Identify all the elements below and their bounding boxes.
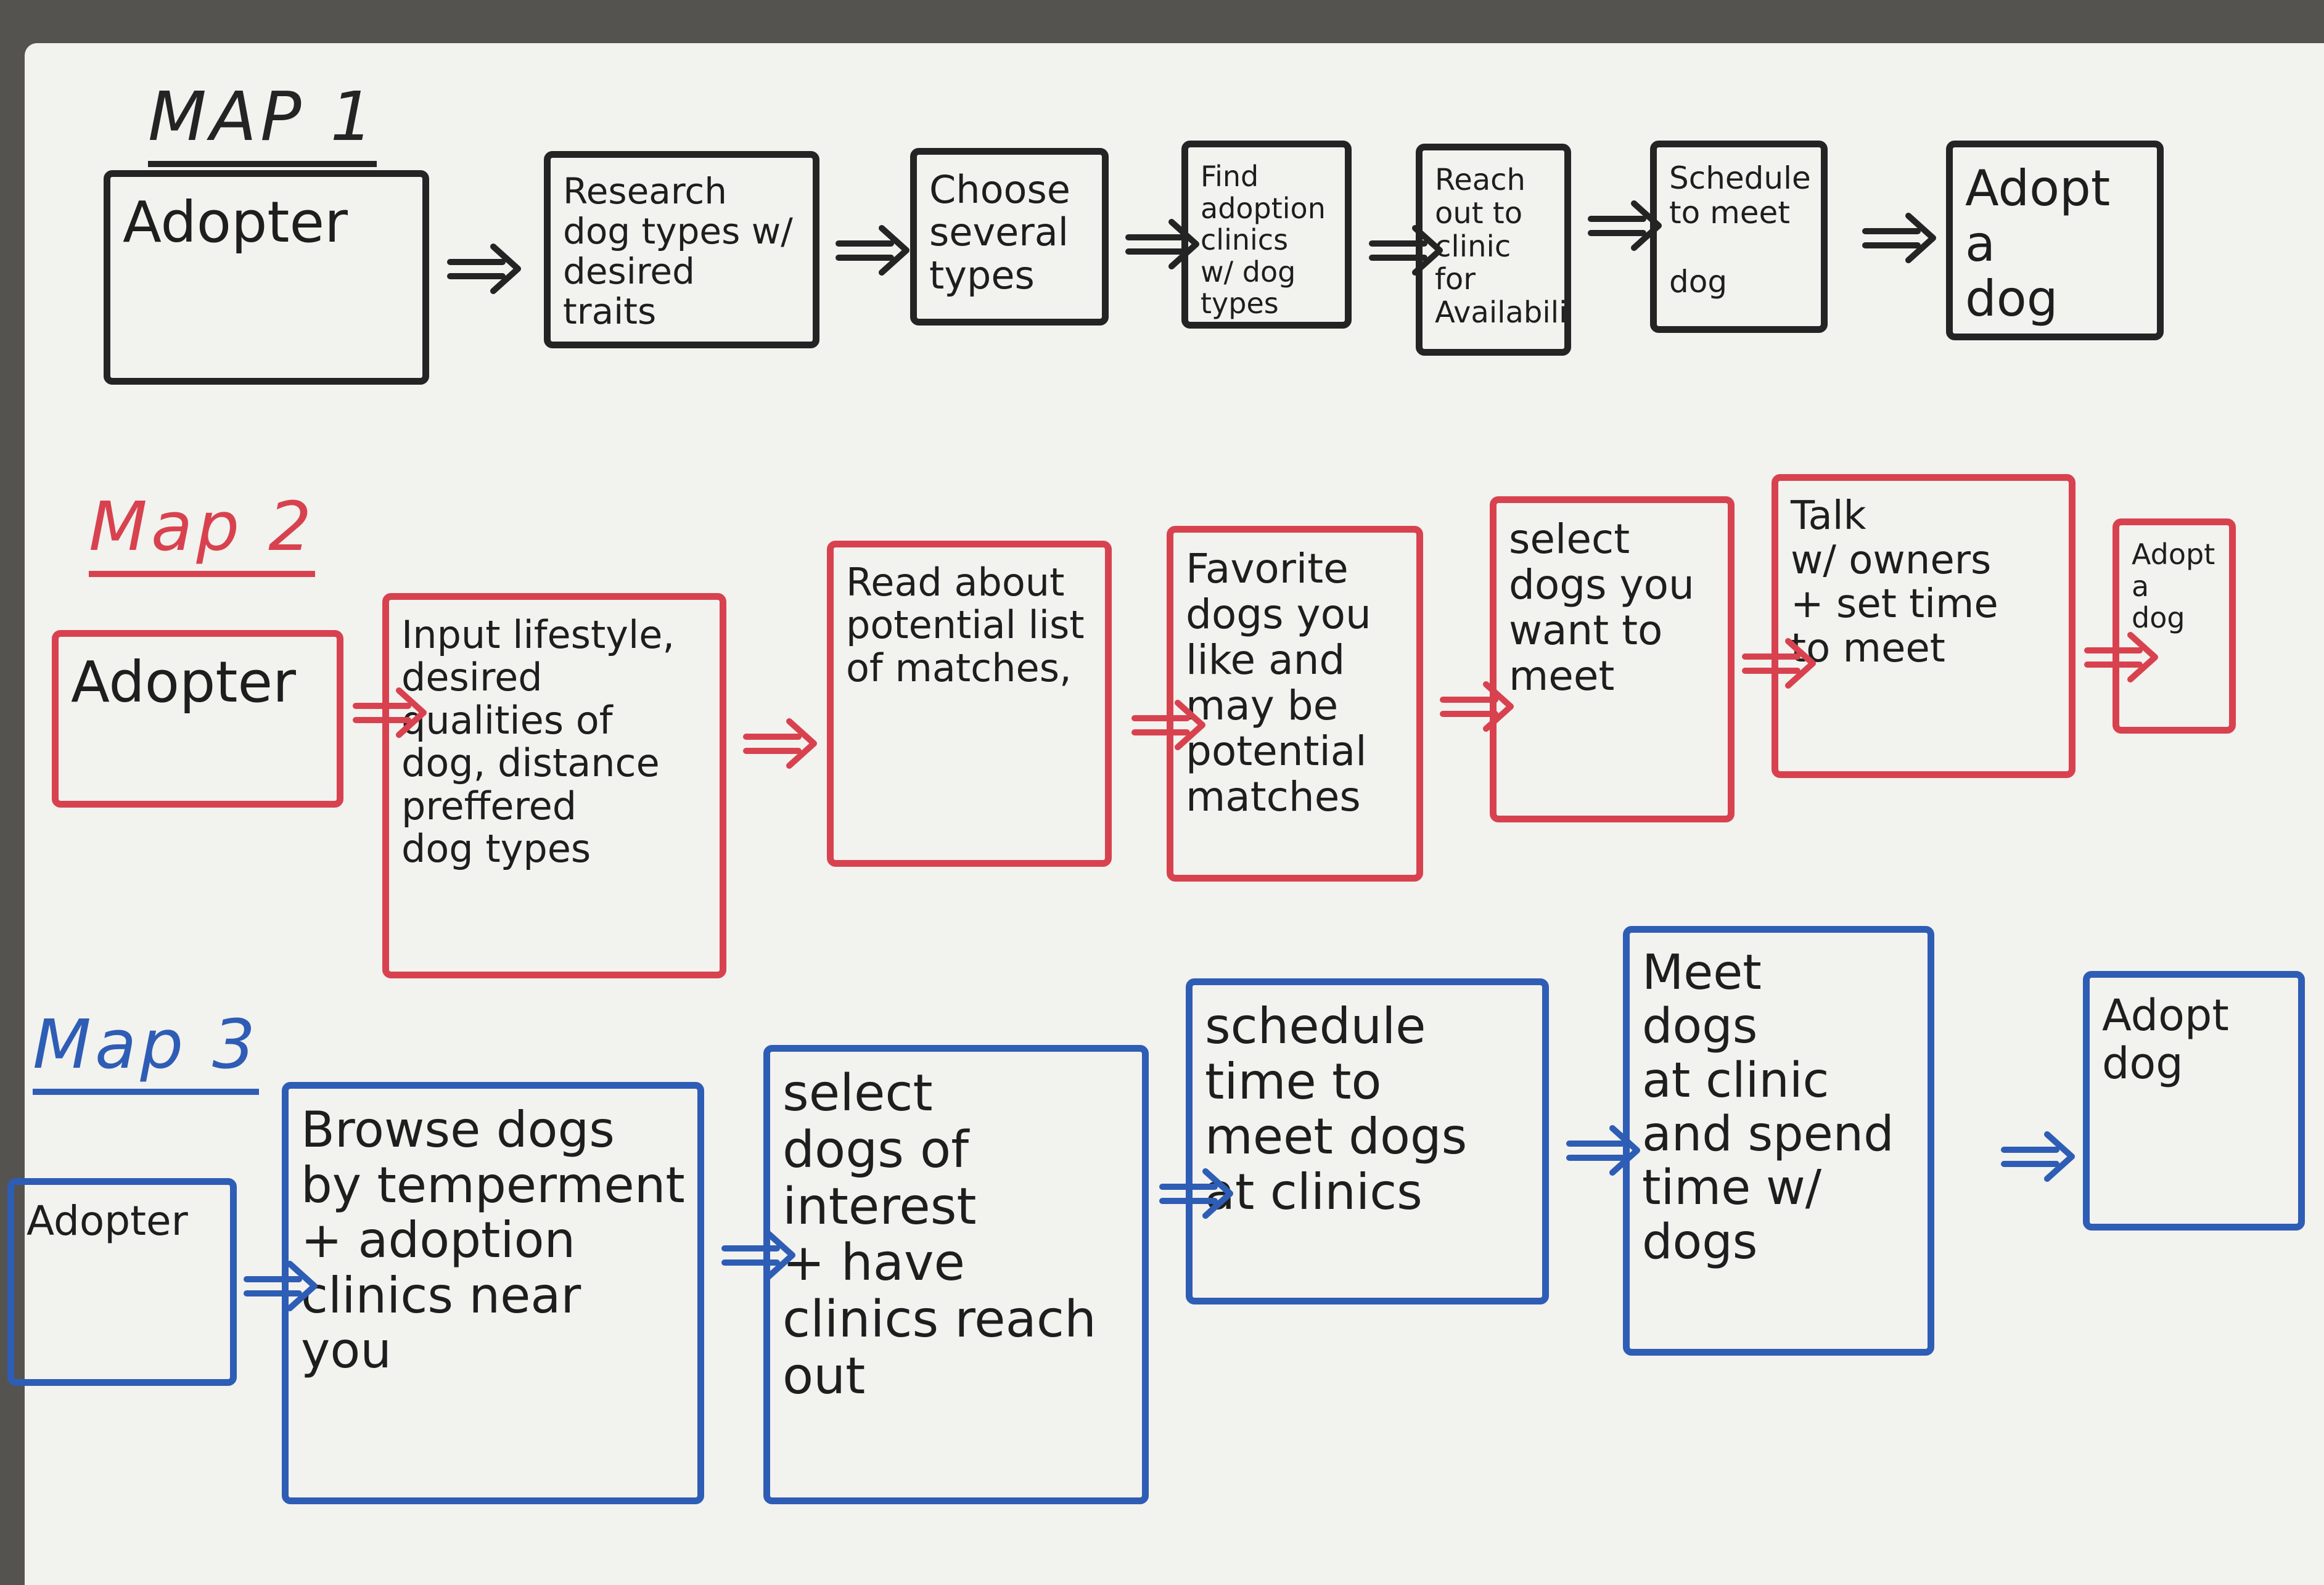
map-1-step-4-box: Find adoption clinics w/ dog types	[1181, 141, 1352, 329]
double-arrow-right-icon	[1566, 1125, 1640, 1176]
map-1-step-1-box: Adopter	[104, 170, 429, 385]
step-label: Input lifestyle, desired qualities of do…	[401, 612, 675, 872]
map-1-step-6-box: Schedule to meet dog	[1650, 141, 1828, 333]
step-label: Read about potential list of matches,	[846, 560, 1085, 690]
double-arrow-right-icon	[244, 1261, 318, 1311]
step-label: Adopt a dog	[2132, 538, 2215, 635]
map-3-step-3-box: select dogs of interest + have clinics r…	[763, 1045, 1149, 1504]
step-label: Adopter	[27, 1197, 188, 1245]
double-arrow-right-icon	[1588, 200, 1662, 251]
map-1-step-5-box: Reach out to clinic for Availability	[1416, 144, 1571, 356]
map-2-step-5-box: select dogs you want to meet	[1490, 496, 1735, 822]
step-label: select dogs of interest + have clinics r…	[782, 1064, 1096, 1406]
step-label: Adopter	[123, 189, 348, 255]
step-label: Research dog types w/ desired traits	[563, 170, 793, 332]
map-3-step-2-box: Browse dogs by temperment + adoption cli…	[282, 1082, 704, 1504]
map-2-step-6-box: Talk w/ owners + set time to meet	[1772, 474, 2076, 778]
double-arrow-right-icon	[353, 687, 427, 738]
double-arrow-right-icon	[1159, 1168, 1233, 1219]
step-label: Schedule to meet dog	[1669, 160, 1811, 300]
double-arrow-right-icon	[2001, 1131, 2075, 1182]
double-arrow-right-icon	[743, 718, 817, 769]
step-label: Adopter	[71, 649, 296, 715]
map-1-step-7-box: Adopt a dog	[1946, 141, 2164, 340]
double-arrow-right-icon	[447, 244, 521, 294]
map-2-step-3-box: Read about potential list of matches,	[827, 541, 1112, 867]
step-label: Favorite dogs you like and may be potent…	[1186, 545, 1371, 821]
step-label: Adopt dog	[2102, 990, 2229, 1089]
map-1-step-3-box: Choose several types	[910, 148, 1109, 326]
step-label: Browse dogs by temperment + adoption cli…	[301, 1101, 685, 1380]
step-label: Find adoption clinics w/ dog types	[1201, 160, 1326, 321]
map-3-title: Map 3	[33, 1005, 260, 1095]
map-2-title: Map 2	[89, 487, 316, 577]
map-3-step-4-box: schedule time to meet dogs at clinics	[1186, 978, 1549, 1304]
double-arrow-right-icon	[836, 225, 909, 276]
map-1-title: MAP 1	[148, 77, 377, 167]
step-label: Reach out to clinic for Availability	[1435, 163, 1567, 330]
double-arrow-right-icon	[1369, 225, 1443, 276]
whiteboard: MAP 1 Map 2 Map 3 Adopter Research dog ty…	[7, 43, 2324, 1585]
double-arrow-right-icon	[1862, 213, 1936, 263]
double-arrow-right-icon	[1440, 681, 1514, 732]
map-2-step-4-box: Favorite dogs you like and may be potent…	[1167, 526, 1423, 882]
step-label: Talk w/ owners + set time to meet	[1791, 493, 1998, 672]
double-arrow-right-icon	[721, 1230, 795, 1280]
map-2-step-1-box: Adopter	[52, 630, 343, 808]
step-label: Choose several types	[929, 167, 1070, 298]
map-2-step-7-box: Adopt a dog	[2113, 518, 2236, 734]
step-label: schedule time to meet dogs at clinics	[1205, 997, 1468, 1221]
step-label: Meet dogs at clinic and spend time w/ do…	[1642, 945, 1894, 1270]
double-arrow-right-icon	[1742, 638, 1816, 689]
map-2-step-2-box: Input lifestyle, desired qualities of do…	[382, 593, 726, 978]
double-arrow-right-icon	[1125, 219, 1199, 269]
double-arrow-right-icon	[2084, 632, 2158, 682]
map-3-step-6-box: Adopt dog	[2083, 971, 2305, 1231]
step-label: Adopt a dog	[1965, 160, 2111, 328]
map-3-step-1-box: Adopter	[7, 1178, 237, 1386]
map-1-step-2-box: Research dog types w/ desired traits	[544, 151, 819, 348]
double-arrow-right-icon	[1131, 700, 1205, 750]
map-3-step-5-box: Meet dogs at clinic and spend time w/ do…	[1623, 926, 1934, 1356]
step-label: select dogs you want to meet	[1509, 515, 1694, 700]
